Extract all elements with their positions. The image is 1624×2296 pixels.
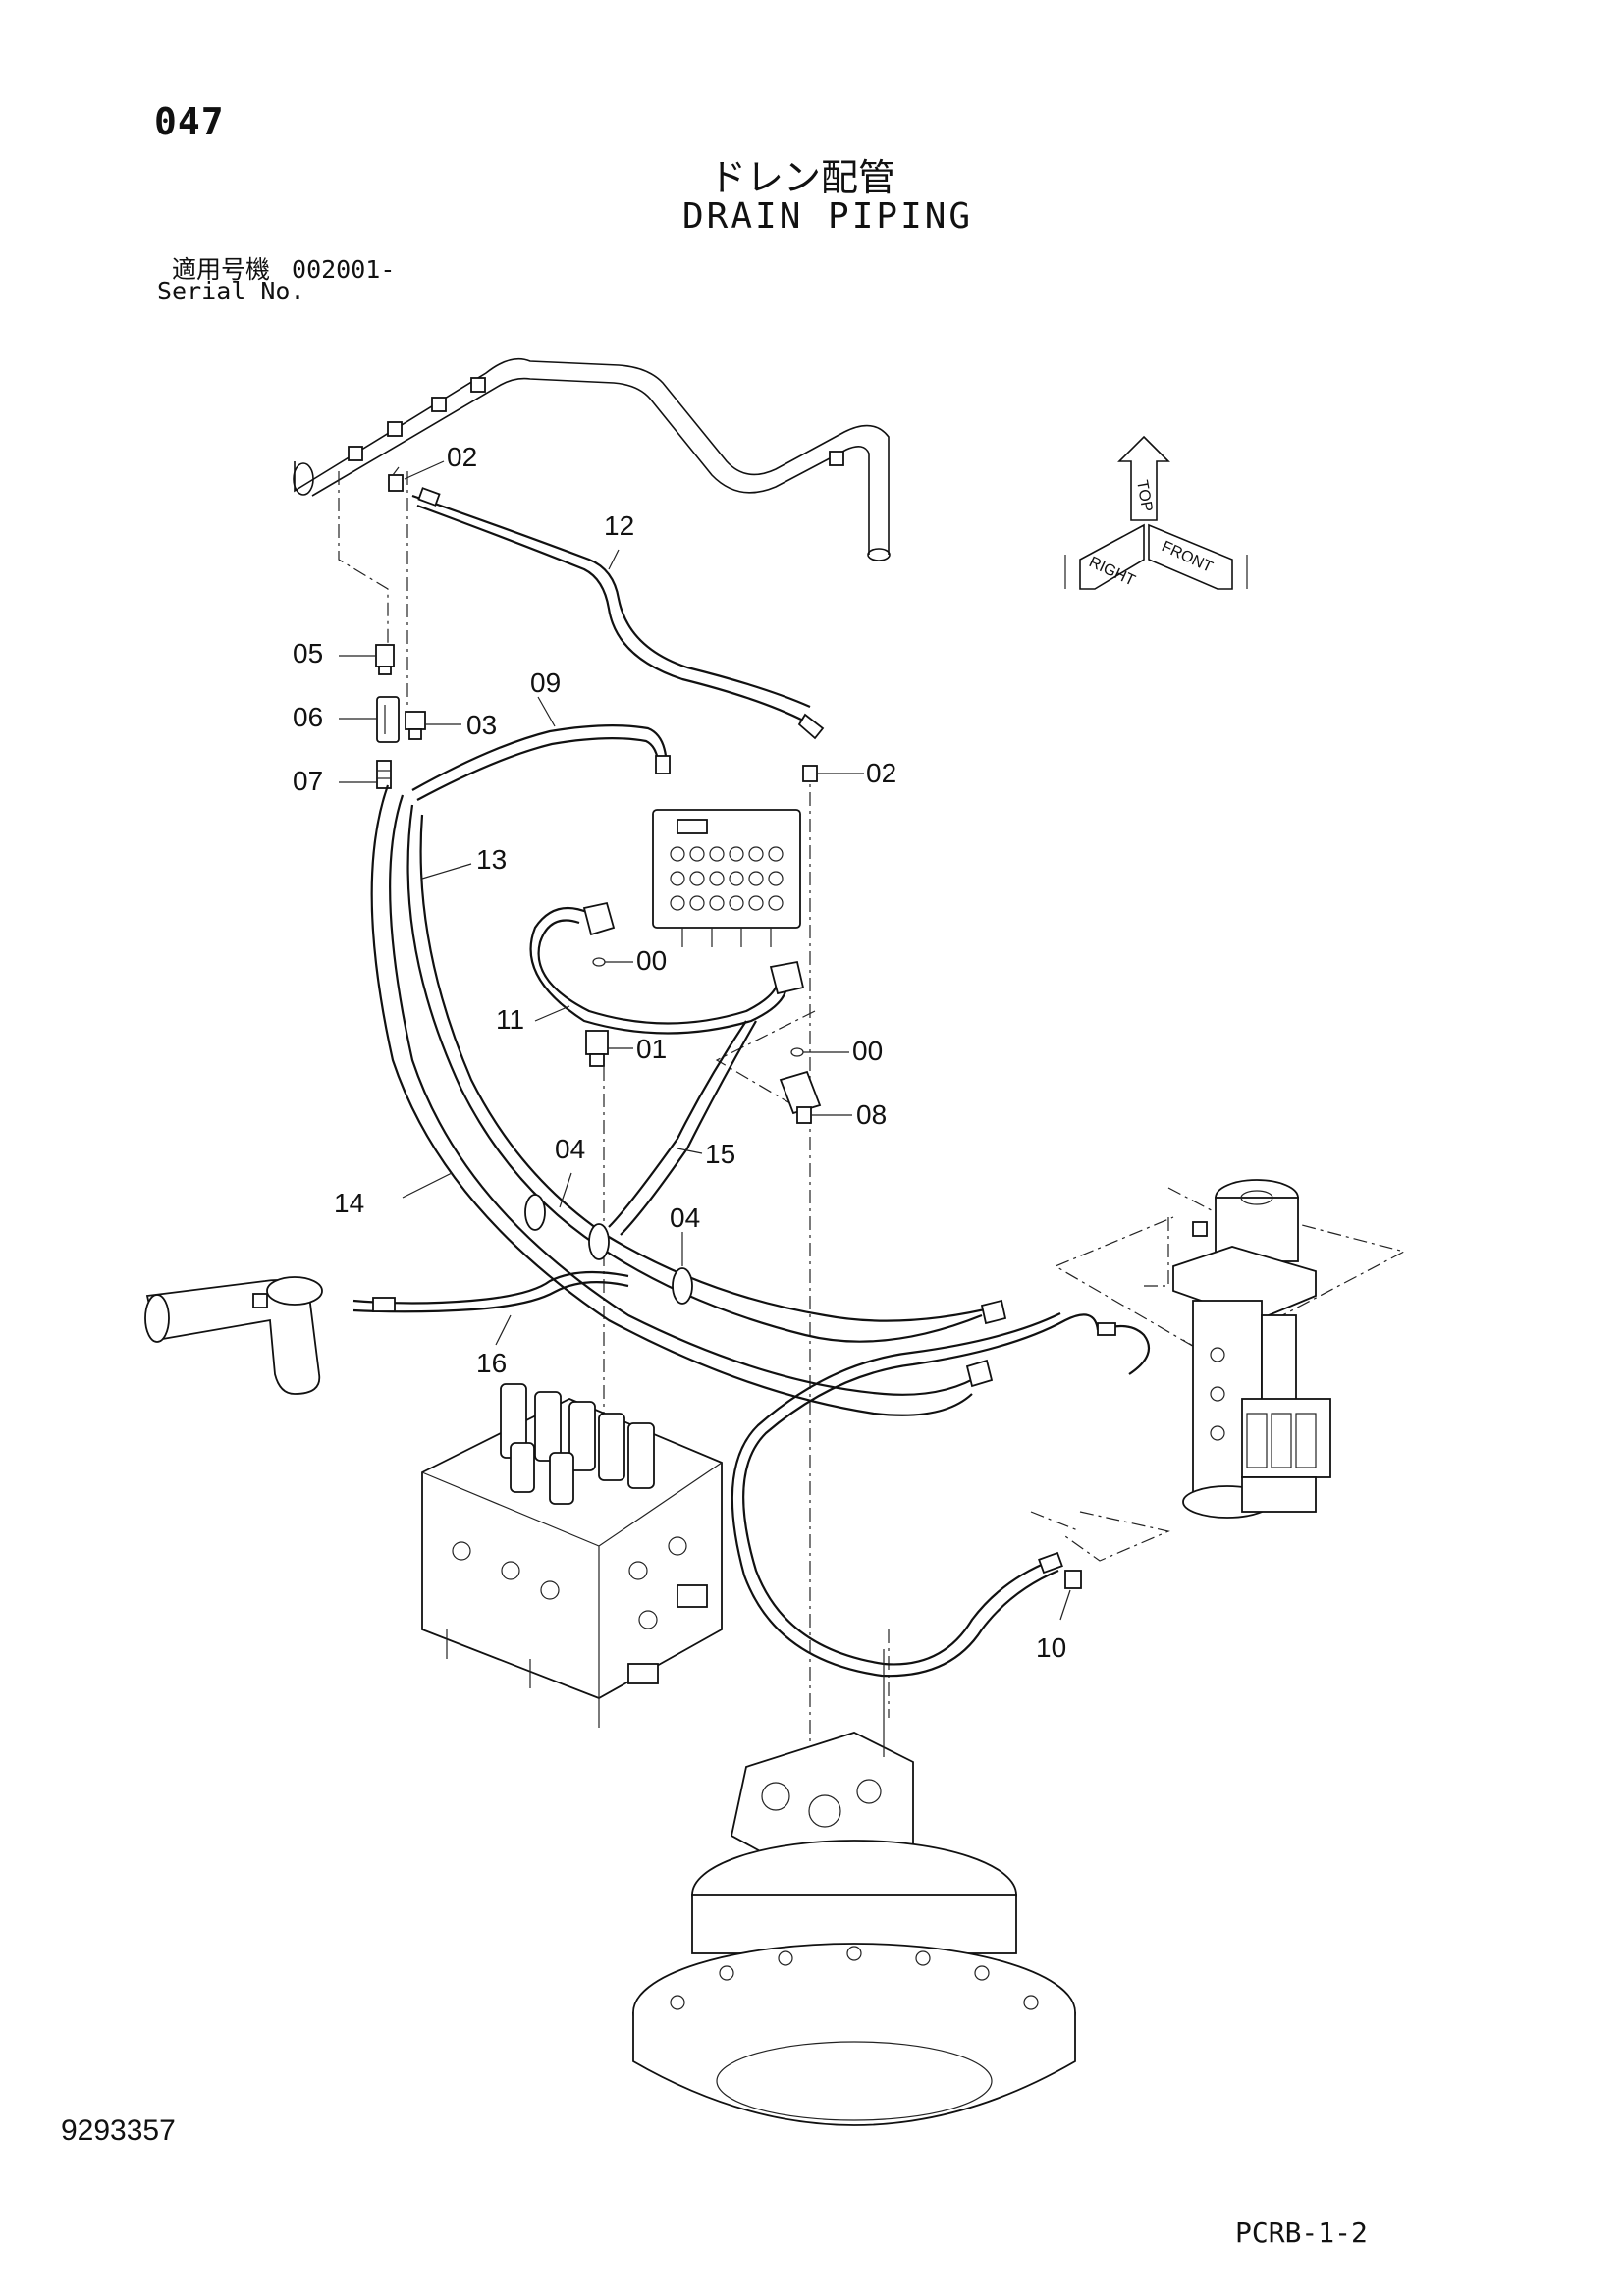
coupling-06 <box>376 696 400 743</box>
serial-label-en: Serial No. <box>157 277 305 305</box>
callout-04-lower: 04 <box>670 1202 700 1233</box>
callout-06: 06 <box>293 702 323 732</box>
callout-16: 16 <box>476 1348 507 1378</box>
callout-13: 13 <box>476 844 507 875</box>
adapter-10 <box>1064 1570 1082 1589</box>
document-code: 9293357 <box>61 2114 176 2147</box>
page-number: 047 <box>154 100 225 143</box>
callout-02: 02 <box>447 442 477 472</box>
adapter-02b <box>802 765 818 782</box>
adapter-01 <box>585 1030 609 1067</box>
adapter-05 <box>375 644 395 675</box>
callout-labels: 02 12 05 09 06 03 02 07 13 00 11 01 00 0… <box>293 442 1066 1663</box>
callout-15: 15 <box>705 1139 735 1169</box>
hoses <box>352 487 1151 1678</box>
oring-00a <box>592 957 606 967</box>
swing-motor <box>632 1649 1076 2126</box>
adapter-03 <box>405 711 426 740</box>
callout-05: 05 <box>293 638 323 668</box>
title-english: DRAIN PIPING <box>682 196 974 237</box>
center-joint <box>1172 1179 1331 1519</box>
return-pipe <box>293 357 891 561</box>
front-direction-label: FRONT <box>1159 538 1215 576</box>
oring-00b <box>790 1047 804 1057</box>
top-direction-label: TOP <box>1133 479 1155 513</box>
tank-return-pipe <box>144 1276 323 1395</box>
adapter-02a <box>388 466 404 492</box>
right-direction-label: RIGHT <box>1086 554 1137 590</box>
sheet-reference: PCRB-1-2 <box>1235 2216 1368 2249</box>
fittings <box>375 466 1082 1589</box>
callout-07: 07 <box>293 766 323 796</box>
orientation-indicator: TOP RIGHT FRONT <box>1064 435 1248 590</box>
fitting-07 <box>376 760 392 789</box>
callout-01: 01 <box>636 1034 667 1064</box>
callout-11: 11 <box>496 1004 524 1035</box>
control-valve <box>421 1383 723 1728</box>
callout-14: 14 <box>334 1188 364 1218</box>
serial-label-jp: 適用号機 <box>172 255 271 284</box>
serial-range: 適用号機 002001- <box>172 250 395 286</box>
callout-12: 12 <box>604 510 634 541</box>
callout-10: 10 <box>1036 1632 1066 1663</box>
callout-00: 00 <box>636 945 667 976</box>
serial-value: 002001- <box>292 255 396 284</box>
title-japanese: ドレン配管 <box>709 156 896 199</box>
callout-03: 03 <box>466 710 497 740</box>
callout-08: 08 <box>856 1099 887 1130</box>
callout-02-valve: 02 <box>866 758 896 788</box>
callout-09: 09 <box>530 667 561 698</box>
callout-00-valve: 00 <box>852 1036 883 1066</box>
leader-lines <box>339 460 1071 1621</box>
pilot-valve-block <box>652 809 801 947</box>
callout-04: 04 <box>555 1134 585 1164</box>
